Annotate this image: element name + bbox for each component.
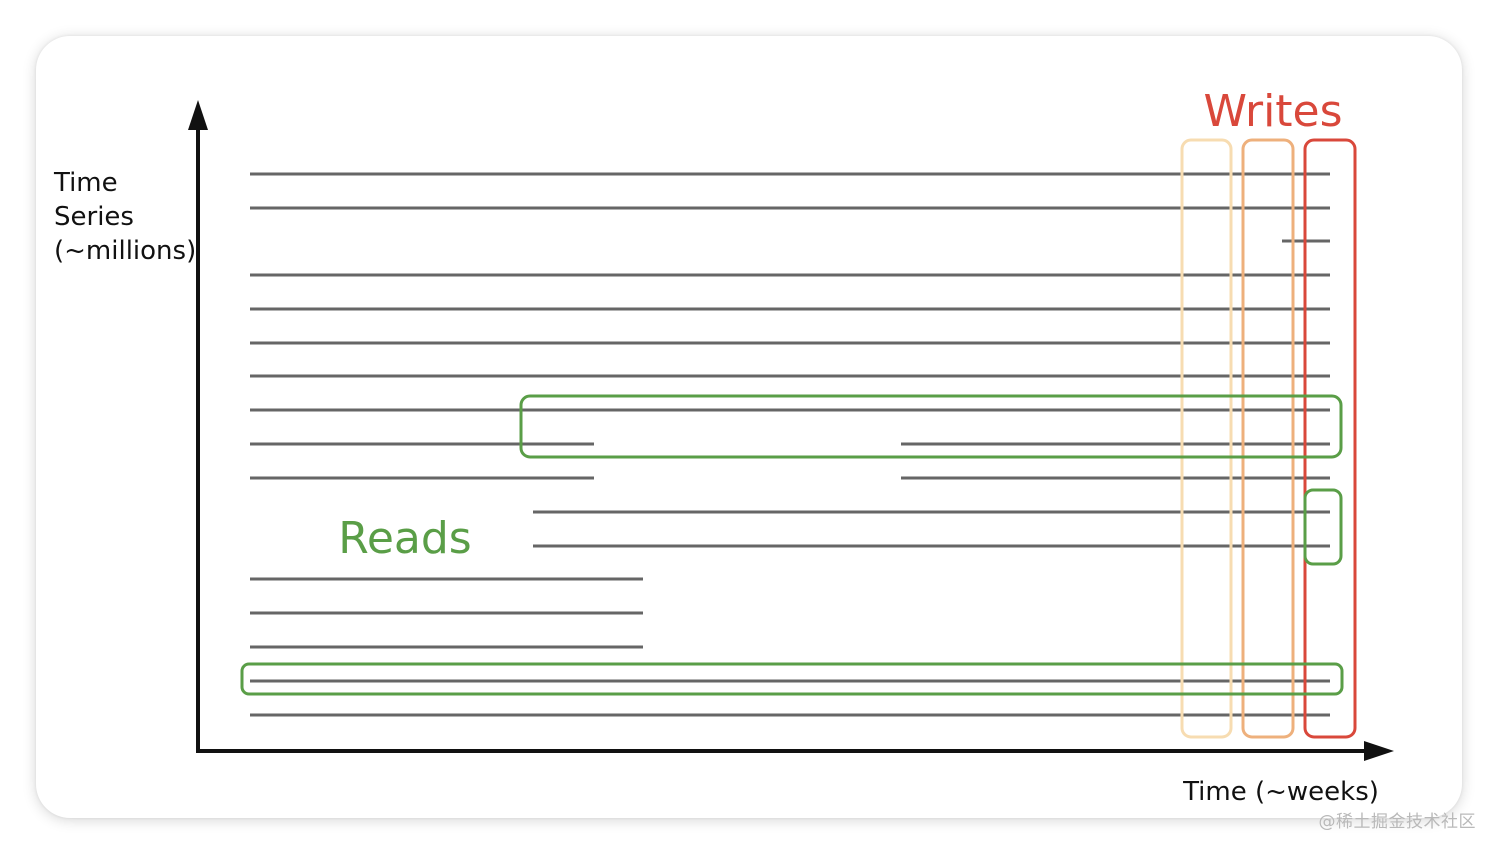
- watermark: @稀土掘金技术社区: [1318, 812, 1476, 832]
- write-windows: [1180, 138, 1357, 739]
- read-windows: [240, 394, 1344, 696]
- read-window-recent: [1303, 488, 1343, 566]
- y-axis-label-line-3: (~millions): [54, 236, 196, 266]
- write-window-oldest: [1180, 138, 1233, 739]
- series-lines: [250, 172, 1330, 717]
- y-axis-label: Time Series (~millions): [53, 168, 196, 266]
- axes: [188, 100, 1394, 761]
- read-window-range: [519, 394, 1343, 459]
- writes-label: Writes: [1203, 86, 1342, 137]
- write-window-older: [1241, 138, 1295, 739]
- write-window-current: [1303, 138, 1357, 739]
- x-axis-arrow: [1364, 741, 1394, 761]
- y-axis-arrow: [188, 100, 208, 130]
- x-axis-label: Time (~weeks): [1182, 777, 1379, 807]
- read-window-full-history: [240, 662, 1344, 696]
- reads-label: Reads: [338, 513, 471, 564]
- diagram-card: [36, 36, 1462, 818]
- y-axis-label-line-1: Time: [53, 168, 118, 198]
- y-axis-label-line-2: Series: [54, 202, 134, 232]
